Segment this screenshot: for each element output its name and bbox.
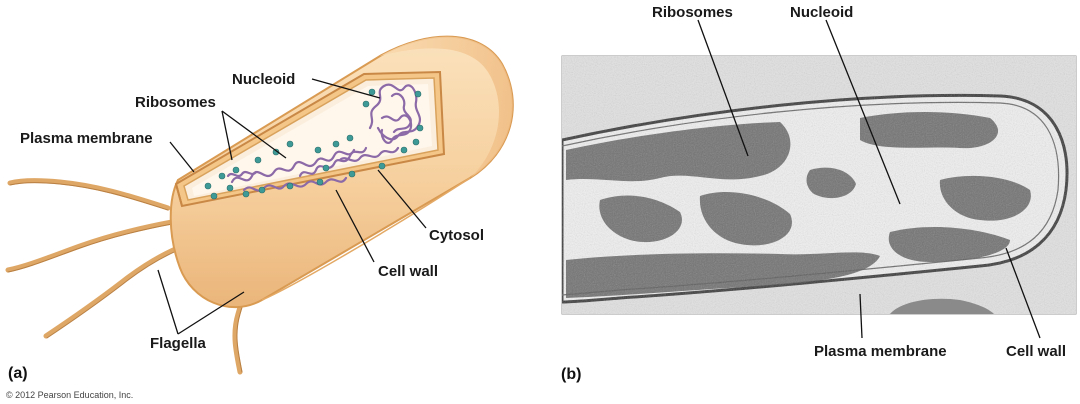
label-plasma-membrane-b: Plasma membrane: [814, 343, 947, 360]
label-nucleoid-b: Nucleoid: [790, 4, 853, 21]
panel-a-leader-lines: [157, 78, 427, 335]
watermark: 大数跨境: [42, 370, 138, 391]
label-nucleoid-a: Nucleoid: [232, 71, 295, 88]
label-cytosol-a: Cytosol: [429, 227, 484, 244]
label-ribosomes-b: Ribosomes: [652, 4, 733, 21]
copyright-notice: © 2012 Pearson Education, Inc.: [6, 390, 133, 400]
panel-b-leader-lines: [697, 19, 1041, 339]
ribosomes: [204, 88, 424, 200]
panel-a-label: (a): [8, 365, 28, 382]
label-cell-wall-a: Cell wall: [378, 263, 438, 280]
flagellum-1: [7, 178, 171, 211]
panel-b-micrograph: Ribosomes Nucleoid Plasma membrane Cell …: [561, 4, 1077, 383]
flagellum-2: [5, 219, 175, 273]
label-plasma-membrane-a: Plasma membrane: [20, 130, 153, 147]
watermark-text: 大数跨境: [66, 370, 138, 391]
label-cell-wall-b: Cell wall: [1006, 343, 1066, 360]
panel-b-label: (b): [561, 366, 581, 383]
panel-a-illustration: Nucleoid Ribosomes Plasma membrane Cytos…: [5, 35, 514, 400]
label-flagella-a: Flagella: [150, 335, 207, 352]
nucleoid-dna: [226, 83, 422, 192]
label-ribosomes-a: Ribosomes: [135, 94, 216, 111]
